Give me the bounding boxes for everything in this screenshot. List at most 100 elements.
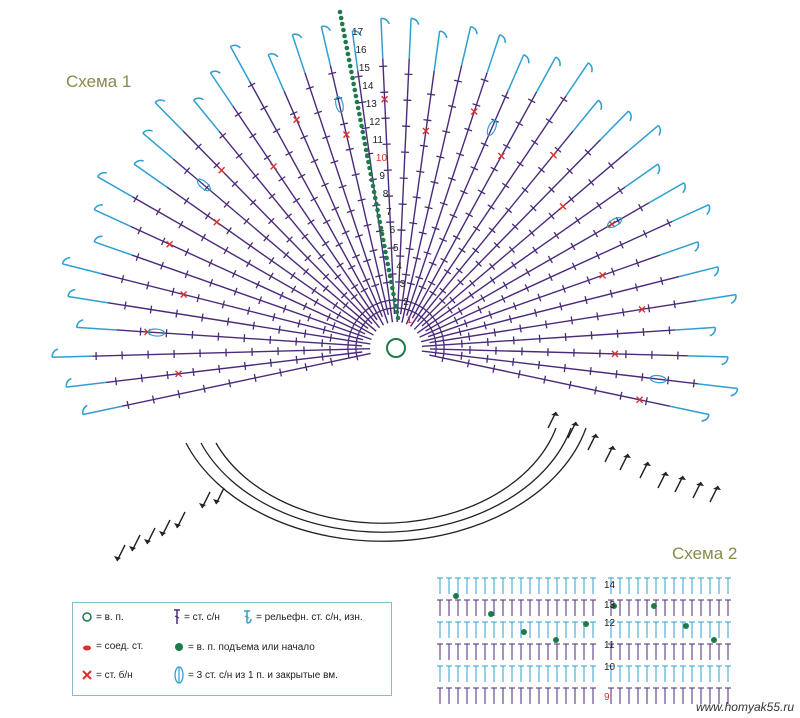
relief-stitch <box>433 30 441 71</box>
relief-stitch <box>678 266 719 278</box>
dc-tick <box>668 326 671 335</box>
relief-stitch <box>627 124 659 152</box>
relief-stitch <box>659 241 699 256</box>
arrow-head <box>571 422 579 426</box>
dc-tick <box>563 363 566 373</box>
dc-tick <box>537 293 542 302</box>
relief-hook <box>51 348 59 358</box>
spoke <box>51 345 371 361</box>
dc-tick <box>353 316 360 325</box>
turning-chain-dot <box>346 57 352 63</box>
turning-chain-dot <box>377 219 383 225</box>
dc-tick <box>351 173 360 177</box>
dc-tick <box>375 229 384 233</box>
dc-tick <box>468 291 475 299</box>
dc-tick <box>666 219 671 227</box>
row-number: 11 <box>373 135 384 146</box>
dc-tick <box>322 325 326 334</box>
dc-tick <box>258 296 263 305</box>
relief-hook <box>133 159 144 165</box>
relief-stitch <box>696 293 736 302</box>
dc-tick <box>487 204 495 210</box>
dc-tick <box>321 352 324 361</box>
dc-tick <box>508 246 515 254</box>
relief-hook <box>67 288 76 297</box>
spoke-line <box>166 186 369 330</box>
dc-tick <box>183 167 191 175</box>
spoke <box>421 348 739 397</box>
relief-hook <box>292 33 303 39</box>
dc-tick <box>208 259 213 267</box>
row-number: 10 <box>376 153 388 164</box>
spoke <box>429 293 737 345</box>
spoke <box>416 163 661 334</box>
dc-tick <box>357 198 366 202</box>
relief-stitch <box>572 99 599 132</box>
spoke-line <box>429 348 688 357</box>
dc-tick <box>538 334 541 343</box>
spoke <box>398 30 448 315</box>
dc-tick <box>322 273 330 280</box>
spoke <box>154 99 373 325</box>
turning-chain-dot <box>367 165 372 171</box>
dc-tick <box>448 104 457 108</box>
scheme2-row-number: 11 <box>604 640 615 651</box>
relief-hook <box>470 25 478 35</box>
dc-tick <box>501 294 506 303</box>
dc-tick <box>431 226 440 231</box>
spoke-line <box>182 130 373 325</box>
scheme2-turning-dot <box>521 629 527 635</box>
dc-tick <box>228 379 232 388</box>
dc-tick <box>326 313 331 322</box>
spoke <box>419 204 711 338</box>
dc-tick <box>617 186 624 195</box>
dc-tick <box>249 132 257 139</box>
arrow-head <box>129 546 136 551</box>
dc-tick <box>295 337 298 346</box>
dc-tick <box>559 302 563 311</box>
dc-tick <box>480 78 489 83</box>
sc-mark <box>381 95 389 103</box>
dc-tick <box>521 186 529 194</box>
dc-tick <box>253 373 257 382</box>
legend-label-relief: = рельефн. ст. с/н, изн. <box>256 611 363 623</box>
relief-hook <box>730 294 737 305</box>
dc-tick <box>321 339 324 348</box>
dc-tick <box>338 184 347 189</box>
dc-tick <box>269 335 272 344</box>
dc-tick <box>532 246 538 254</box>
dc-tick <box>268 272 274 281</box>
turning-chain-dot <box>361 135 367 141</box>
dc-tick <box>425 321 432 329</box>
spoke <box>401 25 478 323</box>
dc-tick <box>438 297 446 305</box>
dc-tick <box>430 180 439 184</box>
relief-hook <box>555 56 561 67</box>
dc-tick <box>492 364 496 373</box>
dc-tick <box>310 196 319 202</box>
dc-tick <box>419 144 428 148</box>
sc-mark <box>342 131 350 139</box>
dc-tick <box>381 299 390 303</box>
dc-tick <box>511 223 519 230</box>
relief-stitch <box>52 355 93 358</box>
dc-tick <box>278 176 286 182</box>
dc-tick <box>359 310 366 318</box>
dc-tick <box>260 105 268 111</box>
relief-hook <box>230 44 241 49</box>
spoke-line <box>416 186 626 334</box>
dc-tick <box>406 282 415 286</box>
dc-tick <box>223 200 230 208</box>
dc-tick <box>486 354 489 363</box>
relief-stitch <box>675 326 716 331</box>
dc-tick <box>407 300 416 305</box>
dc-tick <box>472 103 481 107</box>
turning-chain-dot <box>352 87 358 93</box>
spoke <box>320 25 390 316</box>
dc-tick <box>191 330 194 339</box>
dc-tick <box>459 189 468 195</box>
dc-tick <box>443 268 452 275</box>
dc-tick <box>272 313 276 322</box>
row-number: 7 <box>386 207 392 218</box>
dc-tick <box>335 242 344 248</box>
